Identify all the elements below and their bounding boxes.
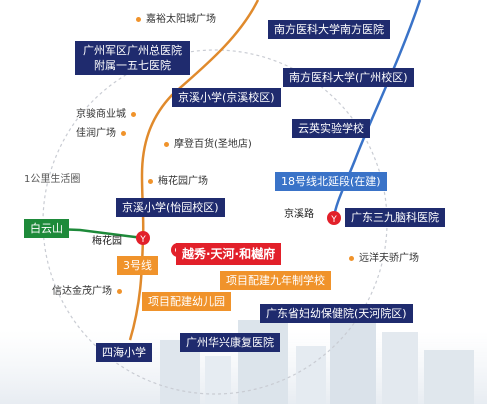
poi-dot xyxy=(164,141,169,147)
label-jingxi-school-yiyuan: 京溪小学(怡园校区) xyxy=(116,198,225,217)
label-hospital-157-line1: 广州军区广州总医院 xyxy=(83,44,182,57)
label-sanjiu-hospital: 广东三九脑科医院 xyxy=(345,208,445,227)
label-nanfang-hospital: 南方医科大学南方医院 xyxy=(268,20,390,39)
poi-name: 梅花园广场 xyxy=(158,176,208,187)
poi-dot xyxy=(349,255,354,261)
metro-line-18 xyxy=(332,0,422,219)
label-jingxi-school-jingxi: 京溪小学(京溪校区) xyxy=(172,88,281,107)
poi-name: 远洋天骄广场 xyxy=(359,253,419,264)
label-sihai-school: 四海小学 xyxy=(96,343,152,362)
label-hospital-157-line2: 附属一五七医院 xyxy=(94,59,171,72)
station-meihuayuan: 梅花园 xyxy=(92,236,122,247)
skyline-background xyxy=(0,310,487,404)
poi-name: 信达金茂广场 xyxy=(52,286,112,297)
poi-meihuayuan-plaza: 梅花园广场 xyxy=(148,172,208,187)
label-huaxing-hospital: 广州华兴康复医院 xyxy=(180,333,280,352)
station-jingxilu: 京溪路 xyxy=(284,209,314,220)
poi-yuanyang-tianjiao: 远洋天骄广场 xyxy=(349,249,419,264)
label-line-3: 3号线 xyxy=(117,256,158,275)
poi-jiayu-sun-city: 嘉裕太阳城广场 xyxy=(136,10,216,25)
label-hospital-157: 广州军区广州总医院 附属一五七医院 xyxy=(75,41,190,75)
poi-dot xyxy=(117,288,122,294)
label-nanfang-university: 南方医科大学(广州校区) xyxy=(283,68,414,87)
poi-jingjun-mall: 京骏商业城 xyxy=(76,105,136,120)
poi-dot xyxy=(121,130,126,136)
poi-name: 佳润广场 xyxy=(76,128,116,139)
label-maternal-hospital: 广东省妇幼保健院(天河院区) xyxy=(260,304,413,323)
poi-jiarun-plaza: 佳润广场 xyxy=(76,124,126,139)
label-line-18: 18号线北延段(在建) xyxy=(275,172,387,191)
poi-modern-department-store: 摩登百货(圣地店) xyxy=(164,135,252,150)
metro-icon-meihuayuan: Y xyxy=(136,231,150,245)
metro-icon-jingxilu: Y xyxy=(327,211,341,225)
radius-label: 1公里生活圈 xyxy=(24,174,81,185)
svg-text:Y: Y xyxy=(330,215,337,225)
label-school-nine-year: 项目配建九年制学校 xyxy=(220,271,331,290)
project-label: 越秀·天河·和樾府 xyxy=(176,243,282,265)
label-baiyunshan: 白云山 xyxy=(24,219,69,238)
poi-dot xyxy=(131,111,136,117)
svg-text:Y: Y xyxy=(139,235,146,245)
poi-name: 嘉裕太阳城广场 xyxy=(146,14,216,25)
poi-dot xyxy=(136,16,141,22)
poi-dot xyxy=(148,178,153,184)
poi-name: 京骏商业城 xyxy=(76,109,126,120)
label-yunying-school: 云英实验学校 xyxy=(292,119,370,138)
poi-xinda-jinmao: 信达金茂广场 xyxy=(52,282,122,297)
poi-name: 摩登百货(圣地店) xyxy=(174,139,252,150)
label-kindergarten: 项目配建幼儿园 xyxy=(142,292,231,311)
